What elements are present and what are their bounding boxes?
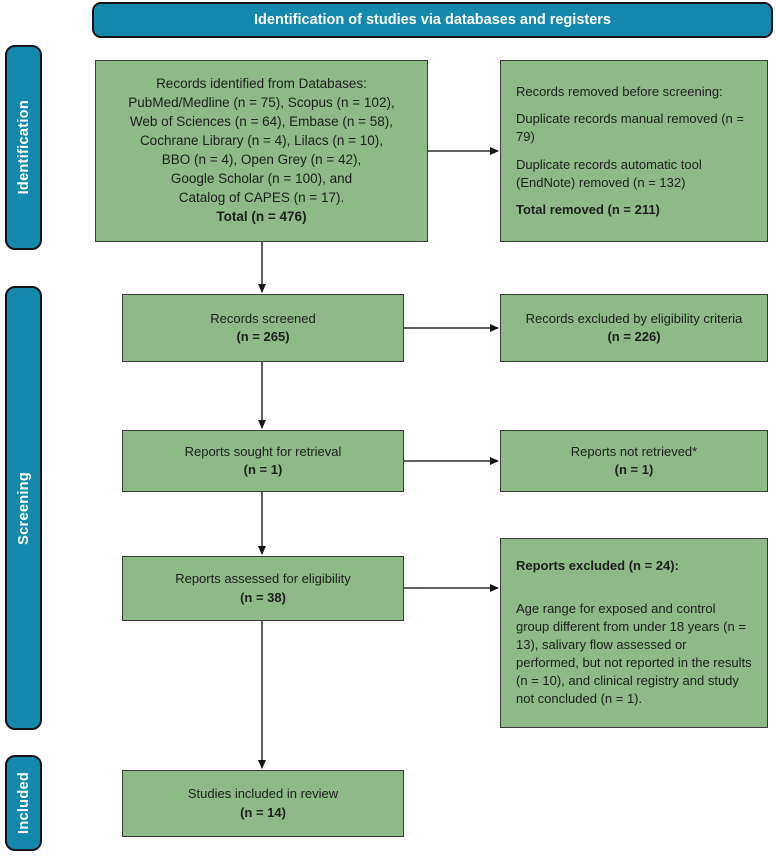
records-removed-total: Total removed (n = 211) <box>516 201 660 217</box>
records-removed-box: Records removed before screening: Duplic… <box>500 60 768 242</box>
reports-excluded-box: Reports excluded (n = 24): Age range for… <box>500 538 768 728</box>
records-excluded-count: (n = 226) <box>607 329 661 344</box>
records-identified-total: Total (n = 476) <box>216 208 307 224</box>
reports-assessed-box: Reports assessed for eligibility (n = 38… <box>122 556 404 621</box>
reports-not-retrieved-label: Reports not retrieved* <box>570 443 698 459</box>
records-screened-count: (n = 265) <box>236 329 290 344</box>
records-identified-box: Records identified from Databases: PubMe… <box>95 60 428 242</box>
records-screened-label: Records screened <box>210 310 316 326</box>
studies-included-count: (n = 14) <box>240 804 286 820</box>
diagram-header-title: Identification of studies via databases … <box>254 12 611 28</box>
records-identified-line: Cochrane Library (n = 4), Lilacs (n = 10… <box>139 133 384 149</box>
records-removed-item: Duplicate records manual removed (n = 79… <box>516 111 744 145</box>
studies-included-box: Studies included in review (n = 14) <box>122 770 404 837</box>
phase-included-label: Included <box>15 771 32 834</box>
records-identified-line: BBO (n = 4), Open Grey (n = 42), <box>161 152 362 167</box>
reports-sought-label: Reports sought for retrieval <box>184 443 342 459</box>
studies-included-label: Studies included in review <box>187 786 339 802</box>
reports-excluded-heading: Reports excluded (n = 24): <box>516 558 679 574</box>
reports-assessed-count: (n = 38) <box>240 589 286 605</box>
phase-screening-label: Screening <box>15 471 32 545</box>
diagram-header: Identification of studies via databases … <box>92 2 773 38</box>
records-identified-line: Catalog of CAPES (n = 17). <box>178 189 345 205</box>
reports-not-retrieved-box: Reports not retrieved* (n = 1) <box>500 430 768 492</box>
phase-identification-label: Identification <box>15 100 32 195</box>
records-removed-item: Duplicate records automatic tool (EndNot… <box>516 156 702 190</box>
reports-excluded-body: Age range for exposed and control group … <box>516 600 752 707</box>
records-removed-heading: Records removed before screening: <box>516 83 723 99</box>
records-identified-line: PubMed/Medline (n = 75), Scopus (n = 102… <box>128 95 395 111</box>
records-screened-box: Records screened (n = 265) <box>122 294 404 362</box>
phase-included: Included <box>5 755 42 851</box>
spacer <box>516 585 752 600</box>
records-identified-line: Web of Sciences (n = 64), Embase (n = 58… <box>129 114 394 130</box>
reports-assessed-label: Reports assessed for eligibility <box>175 571 351 587</box>
records-excluded-box: Records excluded by eligibility criteria… <box>500 294 768 362</box>
phase-identification: Identification <box>5 45 42 250</box>
reports-sought-count: (n = 1) <box>243 462 283 477</box>
records-identified-line: Records identified from Databases: <box>156 76 367 92</box>
phase-screening: Screening <box>5 286 42 730</box>
records-identified-line: Google Scholar (n = 100), and <box>170 170 353 186</box>
records-excluded-label: Records excluded by eligibility criteria <box>525 310 743 326</box>
reports-not-retrieved-count: (n = 1) <box>614 462 654 477</box>
reports-sought-box: Reports sought for retrieval (n = 1) <box>122 430 404 492</box>
